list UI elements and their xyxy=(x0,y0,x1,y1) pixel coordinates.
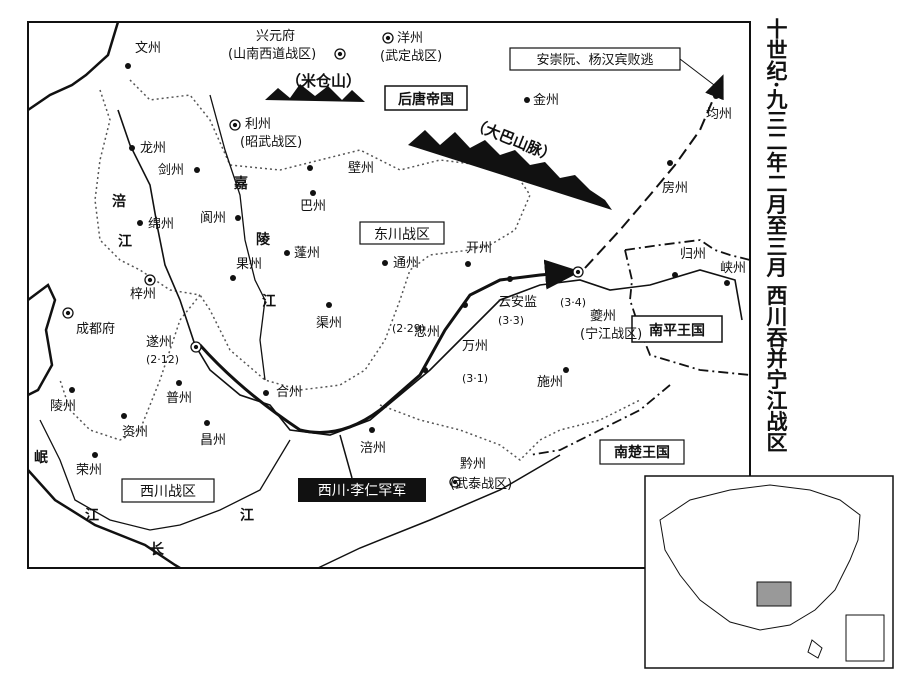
minjiang-char1: 岷 xyxy=(34,450,48,466)
city-xingyuan-zone: (山南西道战区) xyxy=(228,46,316,62)
city-fangzhou: 房州 xyxy=(662,180,688,196)
fujiang-char2: 江 xyxy=(118,233,132,250)
longzhou-boundary xyxy=(94,89,201,296)
city-xingyuan: 兴元府 xyxy=(256,29,295,44)
jialing-river xyxy=(209,94,266,381)
dongchuan-box xyxy=(359,221,445,245)
city-tongzhou: 通州 xyxy=(393,256,419,271)
fujiang-char1: 涪 xyxy=(112,193,126,210)
date-yunanjian: (3·3) xyxy=(498,314,524,327)
xichuan-south-border xyxy=(27,469,181,570)
city-chengdu: 成都府 xyxy=(76,322,115,337)
southern-chu-box xyxy=(599,439,685,465)
southern-chu-border xyxy=(529,384,671,456)
minjiang-river xyxy=(39,419,291,531)
defeat-note-label: 安崇阮、杨汉宾败逃 xyxy=(536,52,653,68)
date-suizhou: (2·12) xyxy=(146,353,179,366)
city-shizhou: 施州 xyxy=(537,375,563,390)
dongchuan-boundary xyxy=(129,79,531,391)
jialing-char3: 江 xyxy=(262,293,276,310)
city-kaizhou: 开州 xyxy=(466,241,492,256)
city-pengzhou: 蓬州 xyxy=(294,246,320,261)
nanping-box xyxy=(631,315,723,343)
city-guizhou: 归州 xyxy=(680,247,706,262)
changjiang-char2: 江 xyxy=(240,507,254,524)
expedition-route-arrow xyxy=(198,259,581,434)
city-mianzhou: 绵州 xyxy=(148,217,174,232)
city-wanzhou: 万州 xyxy=(462,339,488,354)
inset-highlight-region xyxy=(756,581,792,607)
inset-china-outline xyxy=(659,484,861,631)
nanping-label: 南平王国 xyxy=(649,322,705,339)
city-suizhou: 遂州 xyxy=(146,335,172,350)
fuzhou-boundary xyxy=(379,399,641,461)
xichuan-label: 西川战区 xyxy=(140,484,196,500)
nanping-north-border xyxy=(624,239,751,261)
later-tang-box xyxy=(384,85,468,111)
city-kuizhou: 夔州 xyxy=(590,308,616,324)
minjiang-char2: 江 xyxy=(85,507,99,524)
date-zhongzhou: (2·29) xyxy=(392,322,425,335)
defeat-note-pointer xyxy=(679,58,719,89)
changjiang-char1: 长 xyxy=(150,541,165,558)
city-lingzhou: 陵州 xyxy=(50,399,76,414)
northwest-border xyxy=(27,21,120,112)
city-quzhou: 渠州 xyxy=(316,316,342,331)
city-fuling: 涪州 xyxy=(360,441,386,456)
city-zhongzhou: 忠州 xyxy=(414,325,440,340)
city-kuizhou-zone: (宁江战区) xyxy=(580,326,642,342)
micang-mountains xyxy=(265,84,365,102)
city-langzhou: 阆州 xyxy=(200,211,226,226)
micang-label: （米仓山） xyxy=(286,72,361,90)
city-longzhou: 龙州 xyxy=(140,141,166,156)
city-lizhou: 利州 xyxy=(245,117,271,132)
date-wanzhou: (3·1) xyxy=(462,372,488,385)
city-guozhou: 果州 xyxy=(236,257,262,272)
city-jianzhou: 剑州 xyxy=(158,162,184,178)
xichuan-box xyxy=(121,478,215,503)
jialing-char1: 嘉 xyxy=(233,175,248,192)
city-puzhou: 普州 xyxy=(166,391,192,406)
city-bizhou: 壁州 xyxy=(348,161,374,176)
city-bazhou: 巴州 xyxy=(300,199,326,214)
army-pointer xyxy=(339,434,353,479)
city-jinzhou: 金州 xyxy=(533,92,559,108)
capital-markers xyxy=(62,32,584,488)
army-box xyxy=(298,478,426,502)
daba-mountains xyxy=(408,130,612,210)
city-yangzhou-zone: (武定战区) xyxy=(380,49,442,64)
jialing-char2: 陵 xyxy=(256,231,271,248)
inset-hainan xyxy=(807,639,823,659)
city-yunanjian: 云安监 xyxy=(498,295,537,310)
inset-south-sea-box xyxy=(845,614,885,662)
west-border xyxy=(27,283,57,397)
city-zizhou2: 资州 xyxy=(122,425,148,440)
city-wenzhou: 文州 xyxy=(135,41,161,56)
city-qianzhou-zone: (武泰战区) xyxy=(450,477,512,492)
city-junzhou: 均州 xyxy=(706,107,732,122)
city-yangzhou: 洋州 xyxy=(397,31,423,46)
dongchuan-label: 东川战区 xyxy=(374,227,430,243)
city-changzhou: 昌州 xyxy=(200,433,226,448)
city-xiazhou: 峡州 xyxy=(720,261,746,276)
xichuan-boundary xyxy=(59,294,201,441)
city-hezhou: 合州 xyxy=(276,385,302,400)
city-rongzhou: 荣州 xyxy=(76,463,102,478)
city-lizhou-zone: (昭武战区) xyxy=(240,135,302,150)
city-qianzhou: 黔州 xyxy=(460,457,486,472)
date-kuizhou: (3·4) xyxy=(560,296,586,309)
qianzhou-border xyxy=(317,454,561,569)
army-label: 西川·李仁罕军 xyxy=(318,483,406,499)
southern-chu-label: 南楚王国 xyxy=(614,444,670,461)
later-tang-label: 后唐帝国 xyxy=(398,91,454,108)
city-zizhou: 梓州 xyxy=(130,287,156,302)
city-dots xyxy=(69,63,730,458)
map-title: 十世纪·九三二年二月至三月 西川吞并宁江战区 xyxy=(764,18,789,453)
